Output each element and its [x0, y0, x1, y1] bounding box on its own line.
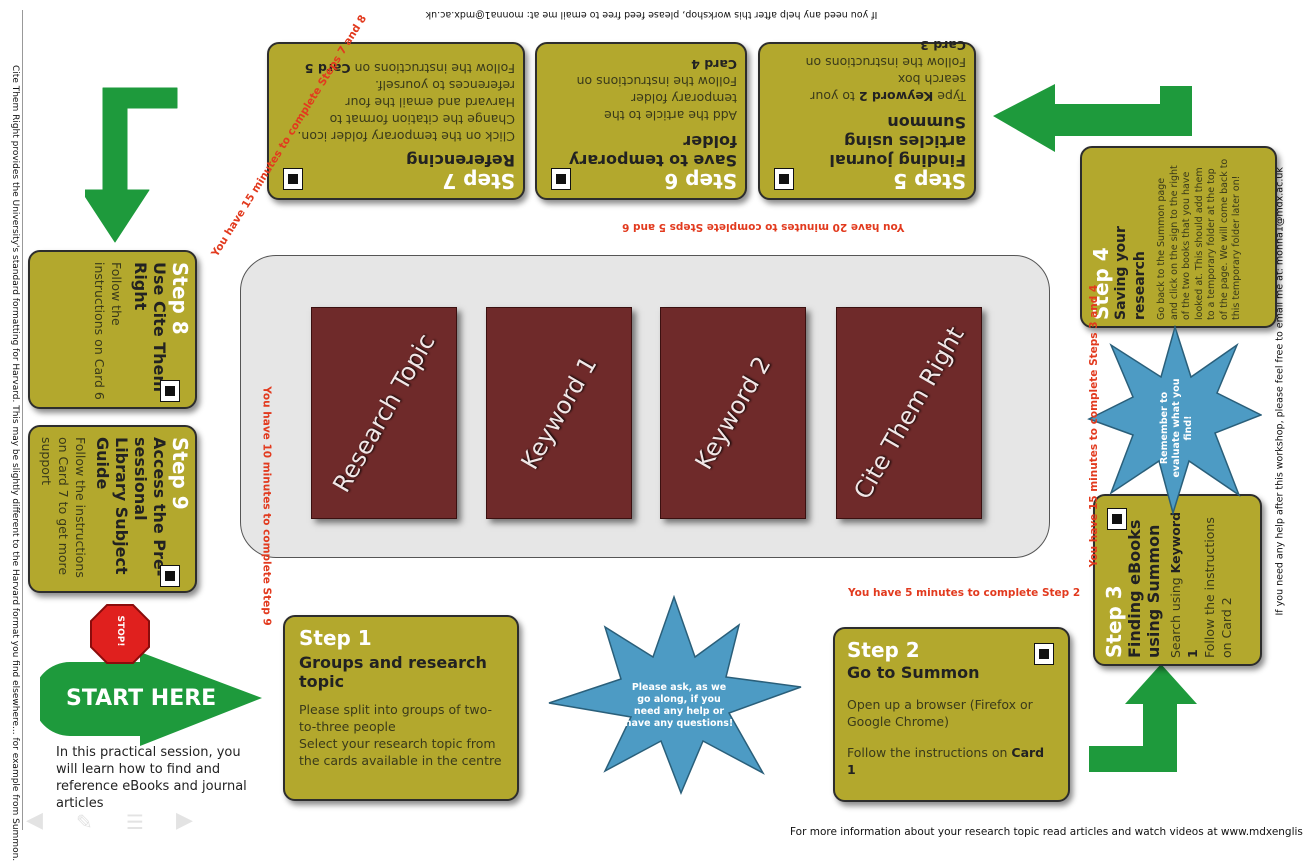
research-topic-card-label: Research Topic [327, 328, 441, 498]
footer-note: For more information about your research… [790, 826, 1303, 838]
help-star-shape [548, 595, 802, 795]
step-4-body: Go back to the Summon page and click on … [1156, 158, 1242, 320]
research-topic-card[interactable]: Research Topic [311, 307, 457, 519]
time-note-steps-5-6: You have 20 minutes to complete Steps 5 … [622, 221, 905, 233]
step-5-line2-card: Card 3 [920, 38, 966, 53]
start-here-label[interactable]: START HERE [66, 686, 217, 711]
time-note-step-9: You have 10 minutes to complete Step 9 [260, 386, 273, 626]
step-2-line2-card: Card 1 [847, 745, 1045, 777]
step-7-line2-text: Follow the instructions on [354, 61, 515, 76]
step-5-line2-text: Follow the instructions on [805, 55, 966, 70]
pencil-icon[interactable]: ✎ [76, 810, 93, 834]
arrow-left-icon[interactable]: ◀ [26, 808, 43, 833]
card-link-icon [774, 168, 794, 190]
step-9-title: Step 9 [168, 437, 192, 510]
step-3-line1: Search using Keyword 1 [1167, 506, 1201, 658]
evaluate-star-shape [1087, 325, 1262, 515]
step-1-subtitle: Groups and research topic [299, 653, 487, 691]
step-6-line2-text: Follow the instructions on [576, 74, 737, 89]
step-9-subtitle: Access the Pre-sessional Library Subject… [93, 437, 169, 577]
step-5-keyword: Keyword 2 [858, 89, 934, 104]
cite-them-right-card[interactable]: Cite Them Right [836, 307, 982, 519]
step-6-card[interactable]: Step 6 Save to temporary folder Add the … [535, 42, 747, 200]
step-7-subtitle: Referencing [406, 151, 515, 170]
keyword-2-card[interactable]: Keyword 2 [660, 307, 806, 519]
green-arrow-top-left [85, 87, 178, 243]
step-3-card[interactable]: Step 3 Finding eBooks using Summon Searc… [1093, 494, 1262, 666]
keyword-1-card[interactable]: Keyword 1 [486, 307, 632, 519]
keyword-2-card-label: Keyword 2 [689, 351, 777, 475]
cite-them-right-card-label: Cite Them Right [848, 321, 970, 505]
step-2-title: Step 2 [847, 638, 920, 662]
time-note-step-2: You have 5 minutes to complete Step 2 [848, 587, 1081, 599]
card-link-icon [283, 168, 303, 190]
step-1-title: Step 1 [299, 626, 372, 650]
keyword-1-card-label: Keyword 1 [515, 351, 603, 475]
step-3-line2: Follow the instructions on Card 2 [1202, 517, 1234, 658]
green-arrow-bottom-right [1089, 664, 1197, 772]
card-link-icon [160, 565, 180, 587]
step-5-title: Step 5 [893, 169, 966, 193]
step-5-line1: Type Keyword 2 to your search box [772, 71, 966, 105]
left-harvard-note: Cite Them Right provides the University'… [10, 65, 20, 861]
step-8-card[interactable]: Step 8 Use Cite Them Right Follow the in… [28, 250, 197, 409]
green-arrow-top-right [993, 84, 1192, 152]
card-link-icon [551, 168, 571, 190]
step-5-card[interactable]: Step 5 Finding journal articles using Su… [758, 38, 978, 202]
step-9-card[interactable]: Step 9 Access the Pre-sessional Library … [28, 425, 197, 593]
card-link-icon [160, 380, 180, 402]
step-6-title: Step 6 [664, 169, 737, 193]
step-8-line1: Follow the instructions on Card 6 [92, 262, 124, 400]
step-7-card[interactable]: Step 7 Referencing Click on the temporar… [267, 42, 525, 200]
top-email-note: If you need any help after this workshop… [425, 9, 878, 20]
menu-icon[interactable]: ☰ [126, 810, 144, 834]
intro-text: In this practical session, you will lear… [56, 745, 247, 811]
arrow-right-icon[interactable]: ▶ [176, 808, 193, 833]
step-1-line1: Please split into groups of two-to-three… [299, 702, 493, 734]
step-1-line2: Select your research topic from the card… [299, 736, 502, 768]
step-7-line2: Follow the instructions on Card 5 [281, 60, 515, 77]
step-9-line1: Follow the instructions on Card 7 to get… [39, 437, 88, 578]
start-here-arrow [40, 652, 262, 746]
step-5-line1-pre: Type [937, 89, 966, 104]
step-6-line2: Follow the instructions on Card 4 [549, 56, 737, 90]
step-3-title: Step 3 [1102, 585, 1126, 658]
step-7-content: Step 7 Referencing Click on the temporar… [269, 44, 527, 202]
step-6-line2-card: Card 4 [691, 57, 737, 72]
step-3-content: Step 3 Finding eBooks using Summon Searc… [1095, 496, 1264, 668]
stop-sign-icon [90, 604, 150, 664]
stop-sign-label: STOP! [115, 615, 125, 647]
help-star-text: Please ask, as we go along, if you need … [624, 682, 734, 729]
left-border-line [22, 10, 23, 830]
time-note-steps-3-4: You have 15 minutes to complete Steps 3 … [1088, 284, 1101, 568]
evaluate-star-text: Remember to evaluate what you find! [1159, 378, 1194, 478]
card-link-icon [1034, 643, 1054, 665]
step-4-content: Step 4 Saving your research Go back to t… [1082, 148, 1279, 330]
card-link-icon [1107, 508, 1127, 530]
step-6-line1: Add the article to the temporary folder [604, 91, 737, 123]
step-3-subtitle: Finding eBooks using Summon [1125, 519, 1163, 658]
step-5-subtitle: Finding journal articles using Summon [829, 113, 966, 170]
step-5-content: Step 5 Finding journal articles using Su… [760, 38, 978, 202]
step-6-content: Step 6 Save to temporary folder Add the … [537, 44, 749, 202]
step-2-line2-text: Follow the instructions on [847, 745, 1008, 760]
step-2-card[interactable]: Step 2 Go to Summon Open up a browser (F… [833, 627, 1070, 802]
step-2-line1: Open up a browser (Firefox or Google Chr… [847, 697, 1033, 729]
step-2-line2: Follow the instructions on Card 1 [847, 744, 1056, 778]
step-3-line1-text: Search using [1168, 577, 1183, 658]
step-2-subtitle: Go to Summon [847, 663, 980, 682]
step-5-line2: Follow the instructions on Card 3 [772, 37, 966, 71]
step-4-card[interactable]: Step 4 Saving your research Go back to t… [1080, 146, 1277, 328]
step-4-subtitle: Saving your research [1113, 226, 1148, 320]
step-6-subtitle: Save to temporary folder [568, 132, 737, 170]
step-1-card[interactable]: Step 1 Groups and research topic Please … [283, 615, 519, 801]
step-7-title: Step 7 [442, 169, 515, 193]
